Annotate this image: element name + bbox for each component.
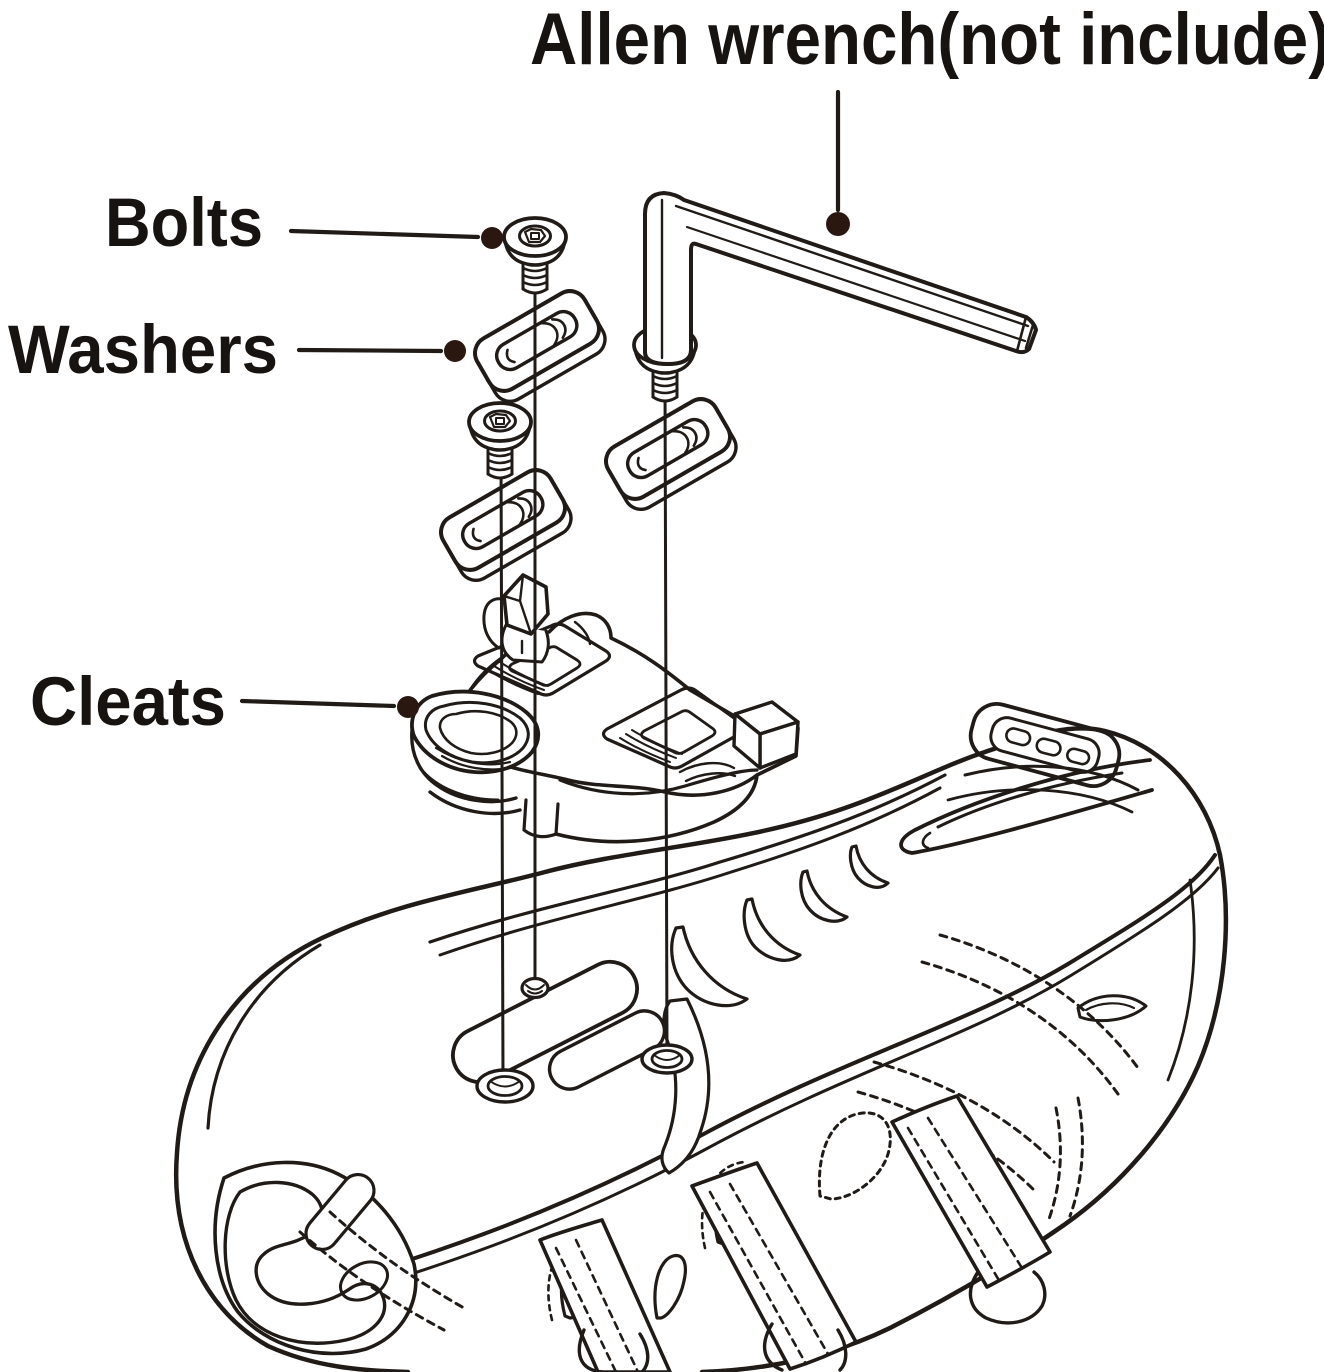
strap-keeper-loop (968, 1270, 1047, 1325)
screw-holes-group (475, 976, 694, 1104)
strap-cutout (653, 1253, 687, 1320)
bolt-icon (467, 401, 533, 480)
label-washers: Washers (8, 311, 278, 388)
toe-pad-outline (213, 1160, 418, 1356)
cleat-rear-recess (472, 622, 612, 697)
washers-leader-line (296, 347, 444, 354)
washer-icon (597, 390, 745, 518)
cleats-leader-dot (397, 696, 419, 718)
sole-platform-edge-inner (438, 786, 942, 957)
sole-bottom-edge (238, 853, 1217, 1312)
sole-platform-edge (428, 773, 947, 944)
heel-pad-hatched (968, 702, 1122, 788)
strap-keeper-loop (762, 1322, 848, 1372)
arch-slot-inner-line (936, 771, 1124, 829)
toe-bean-slot (304, 1172, 376, 1252)
title-leader-dot (826, 212, 850, 236)
cleat-skirt (410, 728, 759, 844)
cleat-right-recess (601, 686, 747, 770)
strap-keeper-loop (577, 1328, 650, 1372)
cleat-left-pad (410, 689, 541, 775)
arch-slot-outline (899, 758, 1154, 855)
sole-vent-crescent (848, 844, 890, 889)
title-allen-wrench: Allen wrench(not include) (530, 0, 1324, 80)
sole-vent-slot-short (547, 1009, 667, 1091)
cleat-rear-tab (732, 700, 800, 770)
allen-wrench-facet (685, 225, 1027, 343)
shoe-outline (173, 726, 1229, 1372)
cleat-hex-nose (482, 573, 550, 664)
shoe-straps (538, 1094, 1052, 1372)
cycling-shoe-drawing (173, 702, 1229, 1372)
toe-grip-patch (339, 1260, 389, 1302)
sole-vent-crescent (670, 925, 749, 1008)
label-bolts: Bolts (105, 184, 263, 261)
stitch-lines (298, 933, 1140, 1332)
sole-vent-crescent (742, 897, 802, 962)
heel-side-patch-line (1084, 1002, 1136, 1012)
bolt-axis-line (663, 378, 669, 1055)
heel-cap-line (946, 788, 1134, 814)
bolt-icon (502, 216, 568, 295)
heel-inner-edge (1166, 878, 1196, 1082)
cleats-leader-line (239, 698, 397, 709)
bolts-leader-dot (481, 227, 503, 249)
washer-icon (466, 282, 614, 410)
washer-icon (432, 461, 580, 589)
screw-hole (640, 1043, 694, 1075)
allen-wrench-tip-bevel (1015, 315, 1035, 353)
heel-cap-line (963, 764, 1140, 792)
bolt-axis-lines (499, 248, 669, 1080)
strap-cutout-dashed (817, 1111, 892, 1201)
bolts-leader-line (288, 228, 481, 240)
sole-vent-crescent (799, 869, 849, 923)
sole-wave-groove (660, 997, 711, 1175)
heel-side-patch (1076, 994, 1148, 1023)
label-cleats: Cleats (30, 663, 226, 740)
arch-slot-notch (921, 831, 932, 850)
cleat-drawing (410, 573, 800, 844)
screw-hole (475, 1068, 535, 1104)
sole-bottom-edge-inner (246, 866, 1220, 1324)
bolt-axis-line (499, 453, 505, 1080)
washers-leader-dot (444, 340, 466, 362)
toe-rim-line (206, 943, 322, 1130)
allen-wrench-drawing (643, 191, 1038, 366)
annotations: Allen wrench(not include) Bolts Washers … (8, 0, 1324, 740)
allen-wrench-facet (674, 204, 1030, 328)
screw-hole (520, 976, 550, 1000)
